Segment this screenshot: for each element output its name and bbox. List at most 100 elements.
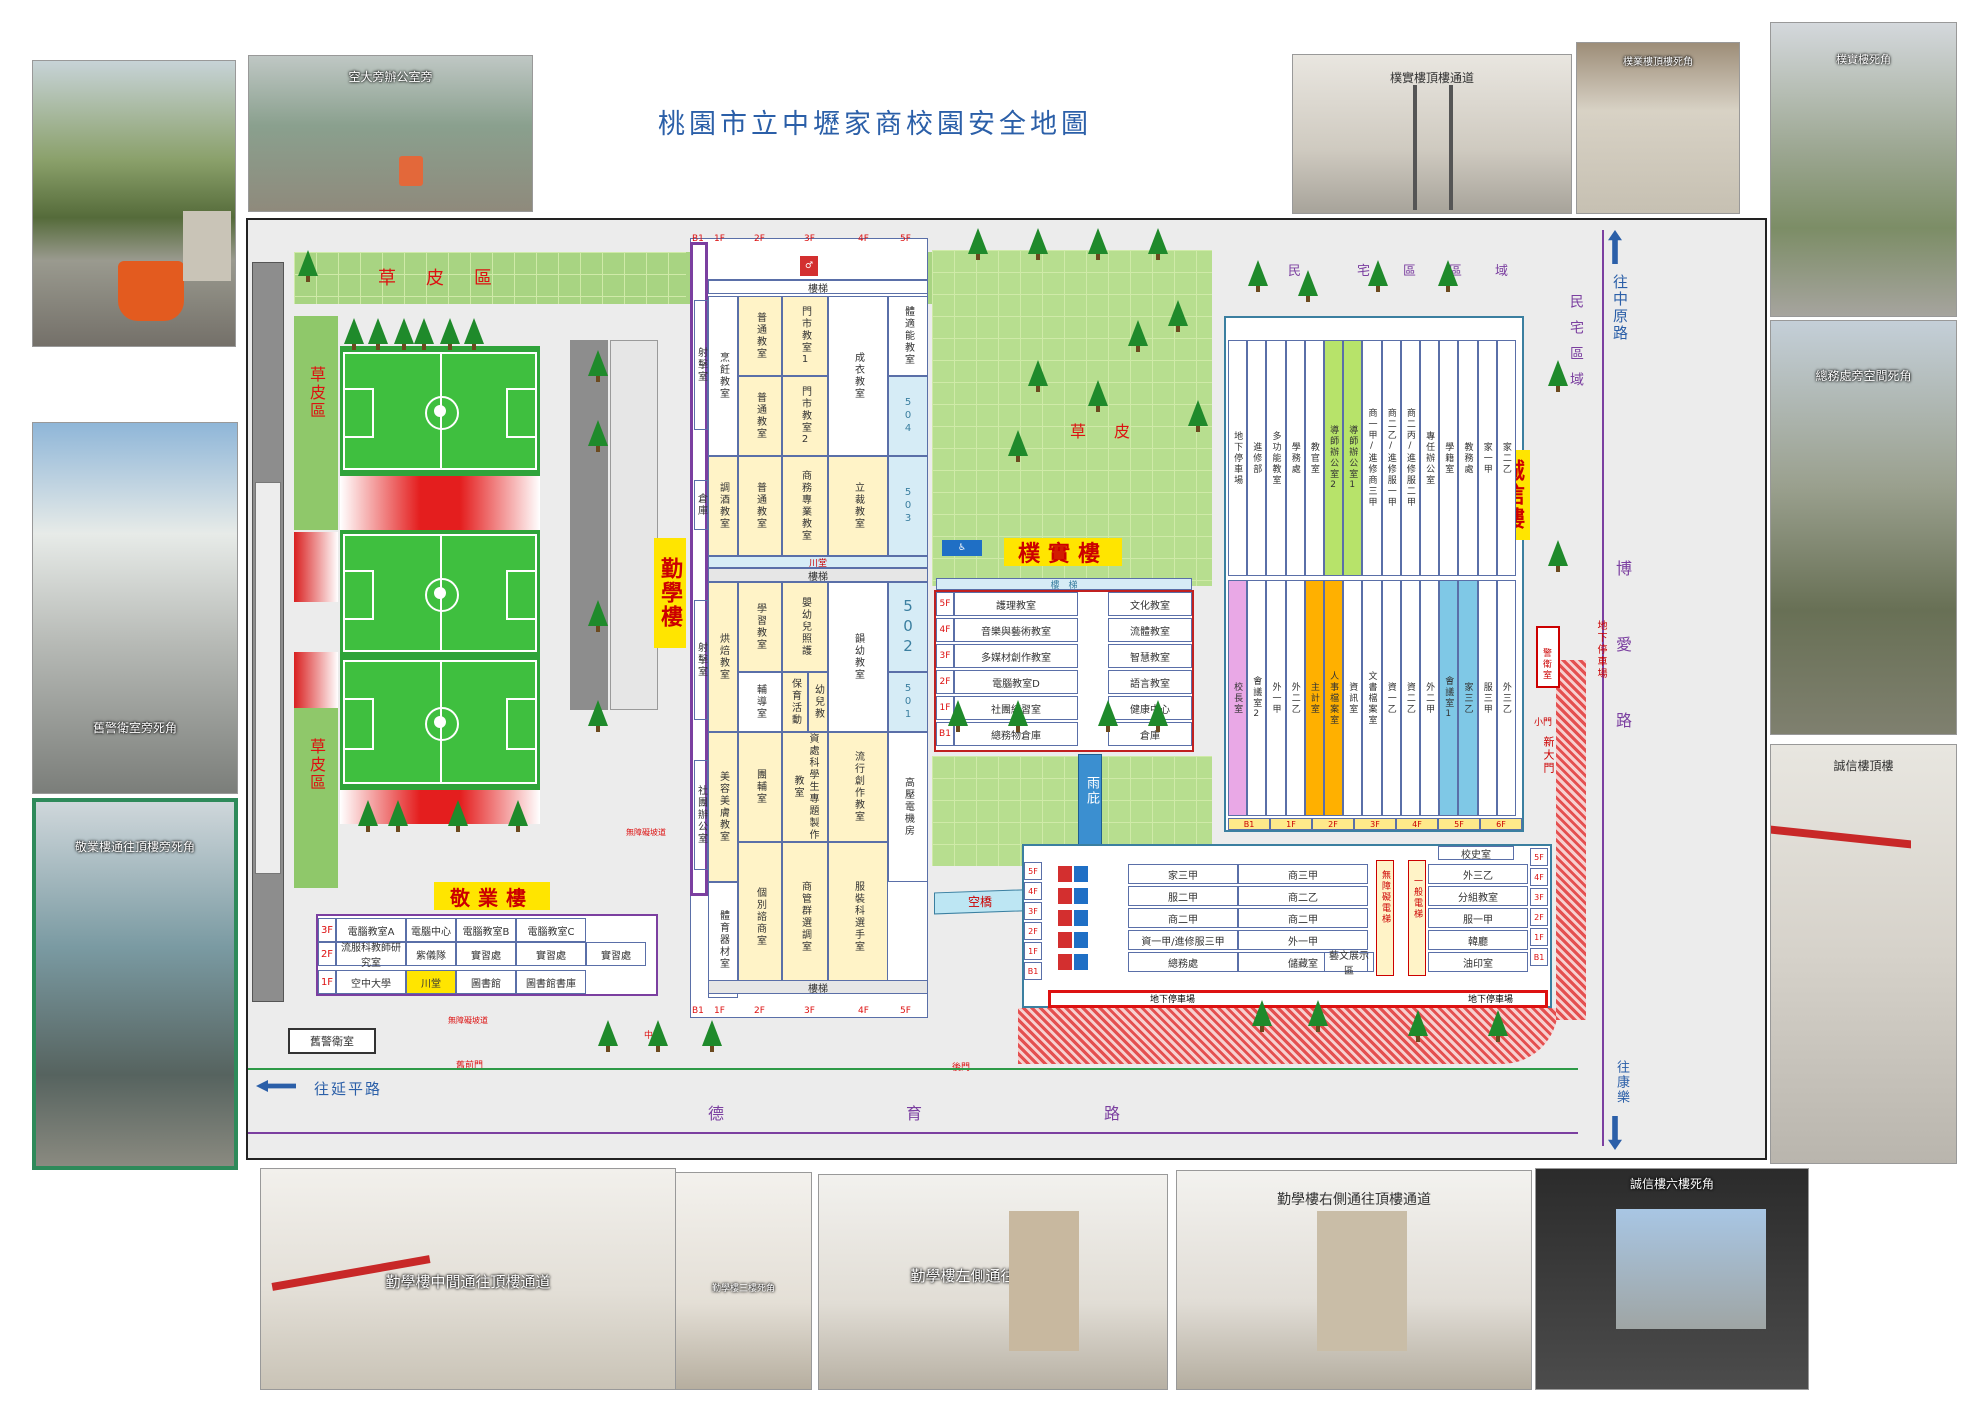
south-floor-label-right: 2F xyxy=(1530,908,1548,926)
room-high-voltage: 高壓電機房 xyxy=(888,732,928,882)
jingye-room: 電腦中心 xyxy=(406,918,456,942)
tree-icon xyxy=(1548,360,1568,392)
chengxin-room: 多功能教室 xyxy=(1266,340,1286,576)
chengxin-room: 地下停車場 xyxy=(1228,340,1248,576)
restroom-icon xyxy=(1058,866,1072,882)
to-kangle-label: 往康樂 xyxy=(1614,1060,1629,1105)
chengxin-room: 資二乙 xyxy=(1400,580,1420,816)
jingye-room: 1F xyxy=(318,970,336,994)
chengxin-room: 校長室 xyxy=(1228,580,1248,816)
south-floor-label-right: 3F xyxy=(1530,888,1548,906)
tree-icon xyxy=(1088,228,1108,260)
chengxin-room: 服三甲 xyxy=(1477,580,1497,816)
tree-icon xyxy=(1128,320,1148,352)
elevator-accessible-label: 無障礙電梯 xyxy=(1380,870,1390,925)
room-beauty: 美容美膚教室 xyxy=(708,732,738,882)
south-floor-label: 2F xyxy=(1024,922,1042,940)
chengxin-room: 商一甲/進修商三甲 xyxy=(1362,340,1382,576)
south-room: 家三甲 xyxy=(1128,864,1238,884)
south-room: 外一甲 xyxy=(1238,930,1368,950)
photo-bottom-5: 誠信樓六樓死角 xyxy=(1535,1168,1809,1390)
accessible-icon xyxy=(1074,888,1088,904)
photo-left-3: 敬業樓通往頂樓旁死角 xyxy=(32,798,238,1170)
new-gate-label: 新大門 xyxy=(1542,736,1555,775)
room-retail-2: 門市教室2 xyxy=(782,376,828,456)
south-floor-label: 4F xyxy=(1024,882,1042,900)
tree-icon xyxy=(588,350,608,382)
room-501: 501 xyxy=(888,672,928,732)
photo-bottom-1: 勤學樓中間通往頂樓通道 xyxy=(260,1168,676,1390)
tree-icon xyxy=(1088,380,1108,412)
jingye-room: 紫儀隊 xyxy=(406,942,456,966)
chengxin-room: 家三乙 xyxy=(1458,580,1478,816)
deyu-road-label: 德 育 路 xyxy=(708,1104,1171,1123)
south-room: 外三乙 xyxy=(1428,864,1528,884)
accessible-icon xyxy=(1074,954,1088,970)
tree-icon xyxy=(1438,260,1458,292)
tree-icon xyxy=(1008,430,1028,462)
arrow-zhongyuan xyxy=(1608,230,1622,264)
soccer-field-1 xyxy=(343,352,537,470)
pushi-room: 音樂與藝術教室 xyxy=(954,618,1078,642)
tree-icon xyxy=(968,228,988,260)
pushi-floor-label: 4F xyxy=(936,618,954,642)
photo-caption: 舊警衛室旁死角 xyxy=(92,721,177,735)
residential-top-label: 民 宅 區 區 域 xyxy=(1288,264,1519,279)
south-room: 資一甲/進修服三甲 xyxy=(1128,930,1238,950)
photo-top-2: 樸實樓頂樓通道 xyxy=(1292,54,1572,214)
room-garment-player: 服裝科選手室 xyxy=(828,842,888,992)
room-sports-equip: 體育器材室 xyxy=(708,882,738,998)
photo-caption: 樸業樓頂樓死角 xyxy=(1623,57,1693,68)
photo-right-3: 誠信樓頂樓 xyxy=(1770,744,1957,1164)
tree-icon xyxy=(1548,540,1568,572)
south-floor-label-right: 1F xyxy=(1530,928,1548,946)
qinxue-stairs-top: 樓梯 xyxy=(708,280,928,295)
south-building xyxy=(1022,844,1552,1008)
south-room: 商三甲 xyxy=(1238,864,1368,884)
chengxin-room: 進修部 xyxy=(1247,340,1267,576)
room-storage-1: 倉庫 xyxy=(694,480,708,530)
tree-icon xyxy=(1308,1000,1328,1032)
tree-icon xyxy=(648,1020,668,1052)
room-shooting-2: 射擊室 xyxy=(694,600,708,720)
tree-icon xyxy=(1008,700,1028,732)
tree-icon xyxy=(598,1020,618,1052)
arrow-kangle xyxy=(1608,1116,1622,1150)
room-baking: 烘焙教室 xyxy=(708,582,738,732)
room-activity: 保育活動 xyxy=(782,672,808,732)
chengxin-floor-label: 5F xyxy=(1438,818,1480,830)
pushi-room: 文化教室 xyxy=(1108,592,1192,616)
photo-caption: 空大旁辦公室旁 xyxy=(348,70,433,84)
tree-icon xyxy=(1168,300,1188,332)
chengxin-floor-label: 3F xyxy=(1354,818,1396,830)
chengxin-room: 外三乙 xyxy=(1496,580,1516,816)
chengxin-room: 外二甲 xyxy=(1420,580,1440,816)
jingye-room: 3F xyxy=(318,918,336,942)
restroom-icon: ♂ xyxy=(800,256,818,276)
tree-icon xyxy=(1028,228,1048,260)
room-project: 資處科學生專題製作教室 xyxy=(782,732,828,842)
south-room: 油印室 xyxy=(1428,952,1528,972)
chengxin-room: 商二丙/進修服二甲 xyxy=(1400,340,1420,576)
grass-area-top xyxy=(294,252,686,304)
south-room: 分組教室 xyxy=(1428,886,1528,906)
chengxin-room: 教官室 xyxy=(1304,340,1324,576)
room-shooting-1: 射擊室 xyxy=(694,300,708,430)
tree-icon xyxy=(298,250,318,282)
photo-caption: 勤學樓三樓死角 xyxy=(711,1284,775,1294)
tree-icon xyxy=(702,1020,722,1052)
jingye-room: 實習處 xyxy=(516,942,586,966)
south-room: 商二乙 xyxy=(1238,886,1368,906)
accessible-icon xyxy=(1074,932,1088,948)
room-504: 504 xyxy=(888,376,928,456)
room-garment: 成衣教室 xyxy=(828,296,888,456)
parking-label-1: 地下停車場 xyxy=(1150,995,1196,1005)
photo-caption: 總務處旁空間死角 xyxy=(1815,369,1912,383)
barrier-free-ramp-1: 無障礙坡道 xyxy=(626,828,666,837)
sky-bridge-label: 空橋 xyxy=(968,895,993,909)
south-room: 總務處 xyxy=(1128,952,1238,972)
photo-caption: 勤學樓中間通往頂樓通道 xyxy=(385,1273,551,1291)
qinxue-stairs-mid: 樓梯 xyxy=(708,568,928,583)
boai-road-label: 博愛路 xyxy=(1613,560,1632,788)
room-503: 503 xyxy=(888,456,928,556)
